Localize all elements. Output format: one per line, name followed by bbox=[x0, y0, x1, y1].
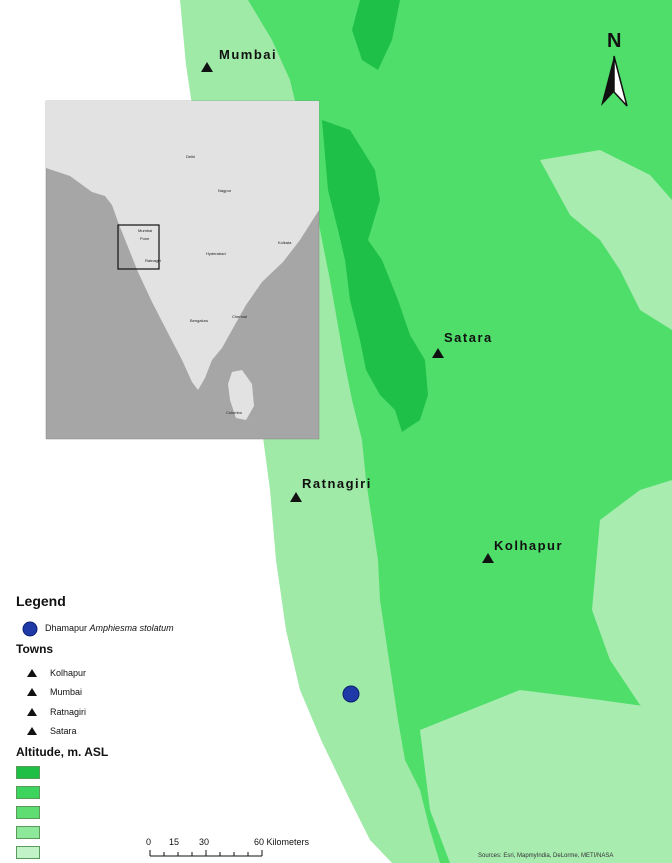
scale-tick-label: 30 bbox=[199, 837, 210, 847]
study-area-frame bbox=[117, 224, 160, 270]
legend-title: Legend bbox=[16, 593, 66, 609]
sri-lanka bbox=[228, 370, 254, 420]
scale-tick-label: 60 Kilometers bbox=[254, 837, 310, 847]
legend-species-place: Dhamapur bbox=[45, 623, 88, 633]
legend-town-item: Mumbai bbox=[50, 687, 83, 697]
legend-altitude-title: Altitude, m. ASL bbox=[16, 745, 109, 759]
altitude-swatch-3 bbox=[16, 806, 40, 819]
town-label-mumbai: Mumbai bbox=[219, 47, 278, 62]
altitude-swatch-1 bbox=[16, 766, 40, 779]
altitude-swatch-5 bbox=[16, 846, 40, 859]
species-record-point-dhamapur[interactable] bbox=[342, 685, 360, 703]
svg-text:Mumbai: Mumbai bbox=[138, 228, 152, 233]
north-arrow-label: N bbox=[607, 30, 622, 52]
legend-species-symbol bbox=[22, 621, 38, 637]
svg-text:Pune: Pune bbox=[140, 236, 150, 241]
svg-text:Colombo: Colombo bbox=[226, 410, 243, 415]
town-marker-satara[interactable] bbox=[432, 348, 444, 358]
town-label-kolhapur: Kolhapur bbox=[494, 538, 564, 553]
town-marker-mumbai[interactable] bbox=[201, 62, 213, 72]
legend-town-item: Kolhapur bbox=[50, 668, 87, 678]
scale-tick-label: 15 bbox=[169, 837, 180, 847]
plateau-light-patch bbox=[420, 690, 672, 863]
legend-town-symbol bbox=[27, 708, 37, 716]
legend-town-item: Ratnagiri bbox=[50, 707, 87, 717]
inset-map: Mumbai Pune Ratnagiri Hyderabad Bengalur… bbox=[45, 100, 320, 440]
svg-text:Hyderabad: Hyderabad bbox=[206, 251, 226, 256]
town-label-ratnagiri: Ratnagiri bbox=[302, 476, 372, 491]
svg-text:Delhi: Delhi bbox=[186, 154, 195, 159]
svg-text:Bengaluru: Bengaluru bbox=[190, 318, 208, 323]
legend-town-symbol bbox=[27, 688, 37, 696]
town-label-satara: Satara bbox=[444, 330, 493, 345]
altitude-swatch-4 bbox=[16, 826, 40, 839]
legend-town-item: Satara bbox=[50, 726, 77, 736]
india-landmass bbox=[46, 101, 319, 390]
plateau-light-patch bbox=[540, 150, 672, 330]
ghats-ridge bbox=[322, 120, 428, 432]
legend-town-symbol bbox=[27, 727, 37, 735]
town-marker-kolhapur[interactable] bbox=[482, 553, 494, 563]
svg-text:Ratnagiri: Ratnagiri bbox=[145, 258, 161, 263]
scale-bar bbox=[149, 850, 263, 857]
svg-text:Kolkata: Kolkata bbox=[278, 240, 292, 245]
plateau-light-patch bbox=[592, 480, 672, 720]
legend-towns-title: Towns bbox=[16, 642, 54, 656]
legend-town-symbol bbox=[27, 669, 37, 677]
source-credit: Sources: Esri, MapmyIndia, DeLorme, METI… bbox=[478, 853, 614, 859]
town-marker-ratnagiri[interactable] bbox=[290, 492, 302, 502]
legend-species-label: Dhamapur Amphiesma stolatum bbox=[45, 623, 174, 633]
north-arrow-icon bbox=[601, 55, 628, 107]
scale-tick-label: 0 bbox=[146, 837, 152, 847]
svg-text:Nagpur: Nagpur bbox=[218, 188, 232, 193]
ghats-ridge bbox=[352, 0, 400, 70]
altitude-swatch-2 bbox=[16, 786, 40, 799]
legend-species-taxon: Amphiesma stolatum bbox=[89, 623, 174, 633]
svg-text:Chennai: Chennai bbox=[232, 314, 247, 319]
